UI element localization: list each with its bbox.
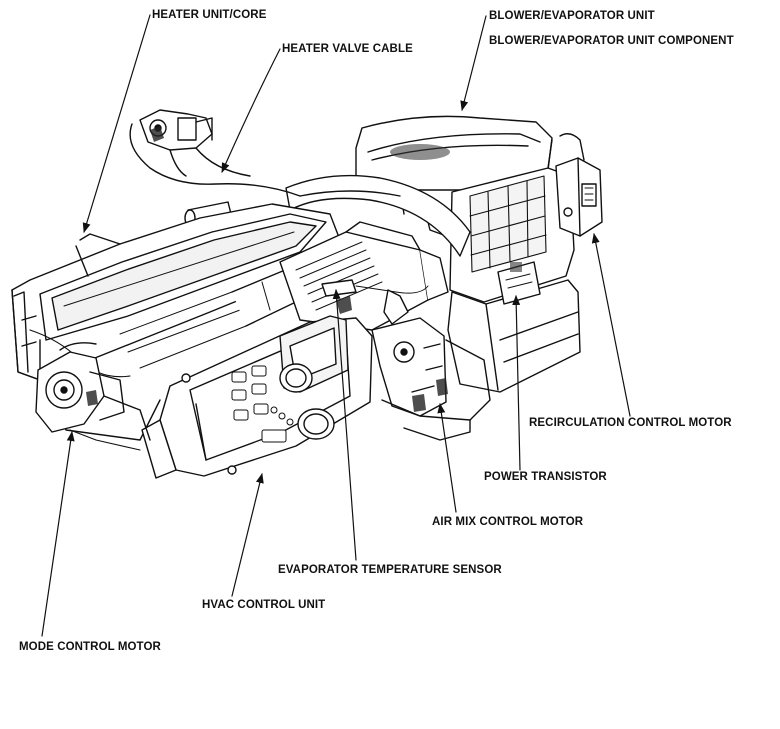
label-recirculation-control-motor: RECIRCULATION CONTROL MOTOR [529, 417, 732, 429]
leader-heater-core [82, 14, 151, 233]
mode-control-motor-drawing [35, 342, 151, 451]
leader-blower-evaporator [460, 15, 487, 111]
blower-evaporator-unit-drawing [355, 115, 603, 393]
label-blower-evaporator-unit: BLOWER/EVAPORATOR UNIT [489, 10, 655, 22]
label-mode-control-motor: MODE CONTROL MOTOR [19, 641, 161, 653]
label-evaporator-temperature-sensor: EVAPORATOR TEMPERATURE SENSOR [278, 564, 502, 576]
center-core-drawing [279, 221, 491, 441]
label-heater-valve-cable: HEATER VALVE CABLE [282, 43, 413, 55]
label-blower-evaporator-component: BLOWER/EVAPORATOR UNIT COMPONENT [489, 35, 734, 47]
label-air-mix-control-motor: AIR MIX CONTROL MOTOR [432, 516, 584, 528]
leader-power-transistor [512, 295, 521, 471]
leader-hvac-control-unit [231, 473, 264, 597]
leader-recirculation-motor [591, 233, 631, 417]
label-heater-unit-core: HEATER UNIT/CORE [152, 9, 267, 21]
leader-heater-valve-cable [221, 48, 281, 173]
leader-evap-sensor [332, 289, 357, 561]
leader-lines [41, 14, 631, 637]
label-hvac-control-unit: HVAC CONTROL UNIT [202, 599, 326, 611]
label-power-transistor: POWER TRANSISTOR [484, 471, 607, 483]
heater-unit-drawing [11, 203, 341, 441]
leader-mode-control-motor [41, 431, 75, 637]
hvac-control-unit-drawing [141, 315, 373, 479]
leader-air-mix-motor [437, 403, 457, 513]
